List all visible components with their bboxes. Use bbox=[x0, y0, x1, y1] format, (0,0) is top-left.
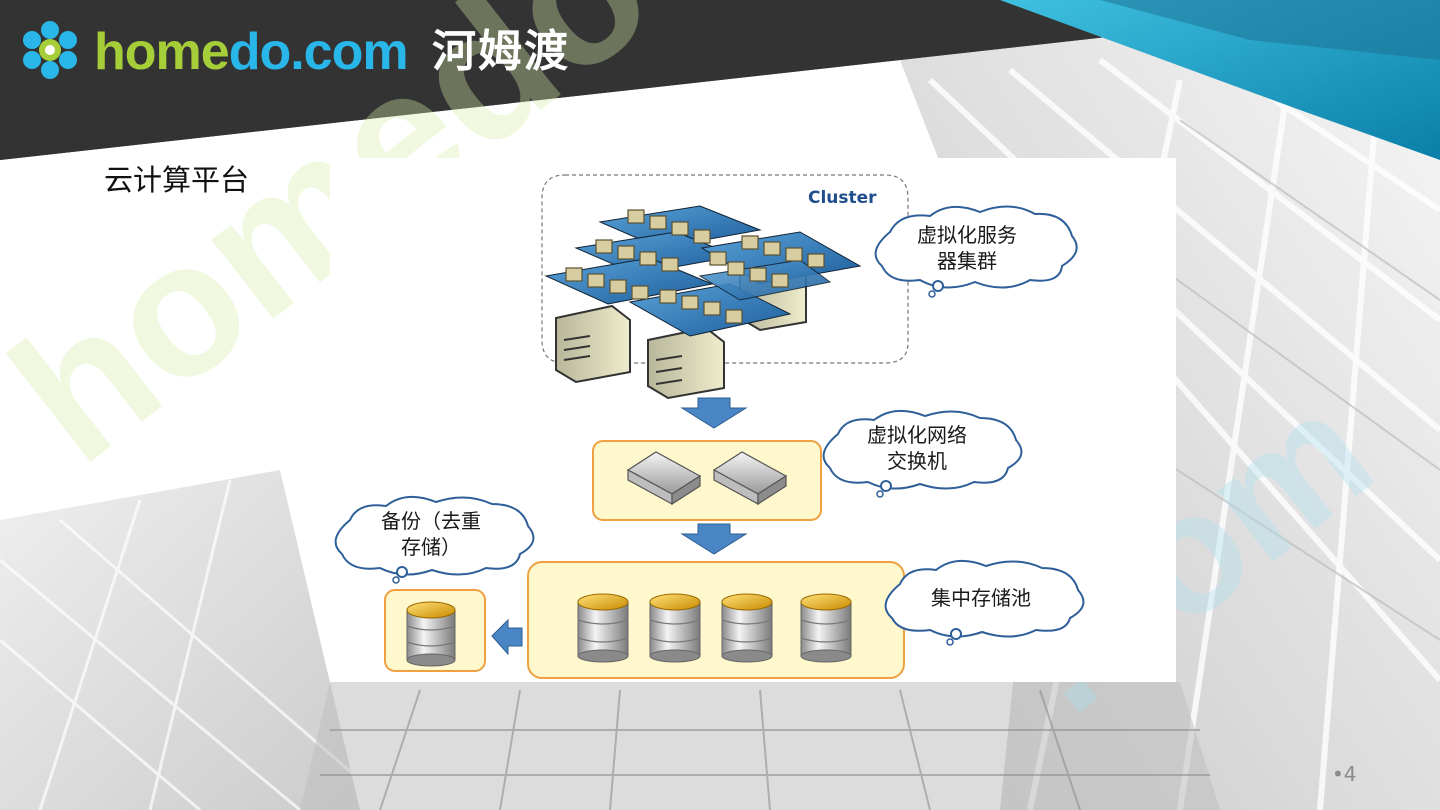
logo-flower-icon bbox=[23, 21, 77, 79]
network-switch-label-line2: 交换机 bbox=[887, 449, 947, 473]
cloud-callout-storage bbox=[884, 559, 1085, 646]
database-icon bbox=[800, 593, 852, 663]
tower-server bbox=[555, 304, 631, 384]
page-number: •4 bbox=[1332, 762, 1357, 786]
logo-part-home: home bbox=[94, 23, 230, 81]
cluster-label: Cluster bbox=[808, 188, 877, 208]
logo-part-domain: do.com bbox=[228, 23, 409, 81]
slide-title: 云计算平台 bbox=[104, 163, 250, 197]
server-cluster-label-line1: 虚拟化服务 bbox=[917, 223, 1017, 247]
database-icon bbox=[406, 601, 456, 667]
arrow-left-icon bbox=[491, 618, 523, 656]
switch-device bbox=[712, 451, 788, 506]
cloud-callout-server bbox=[874, 205, 1078, 298]
backup-label: 备份（去重 存储） bbox=[368, 508, 494, 560]
network-switch-label: 虚拟化网络 交换机 bbox=[856, 422, 978, 474]
backup-label-line1: 备份（去重 bbox=[381, 509, 481, 533]
storage-pool-label: 集中存储池 bbox=[931, 586, 1031, 610]
logo-wordmark: homedo.com bbox=[94, 22, 409, 82]
cloud-callout-backup bbox=[334, 495, 535, 584]
network-switch-box bbox=[592, 440, 822, 521]
server-cluster-label: 虚拟化服务 器集群 bbox=[906, 222, 1028, 274]
cloud-callout-network bbox=[822, 409, 1023, 498]
switch-device bbox=[626, 451, 702, 506]
backup-label-line2: 存储） bbox=[401, 535, 461, 559]
cluster-group bbox=[541, 174, 909, 400]
database-icon bbox=[721, 593, 773, 663]
network-switch-label-line1: 虚拟化网络 bbox=[867, 423, 967, 447]
server-cluster-label-line2: 器集群 bbox=[937, 249, 997, 273]
logo-chinese: 河姆渡 bbox=[432, 26, 570, 77]
database-icon bbox=[649, 593, 701, 663]
arrow-down-icon bbox=[680, 523, 748, 555]
database-icon bbox=[577, 593, 629, 663]
tower-server bbox=[647, 326, 725, 400]
arrow-down-icon bbox=[680, 397, 748, 429]
